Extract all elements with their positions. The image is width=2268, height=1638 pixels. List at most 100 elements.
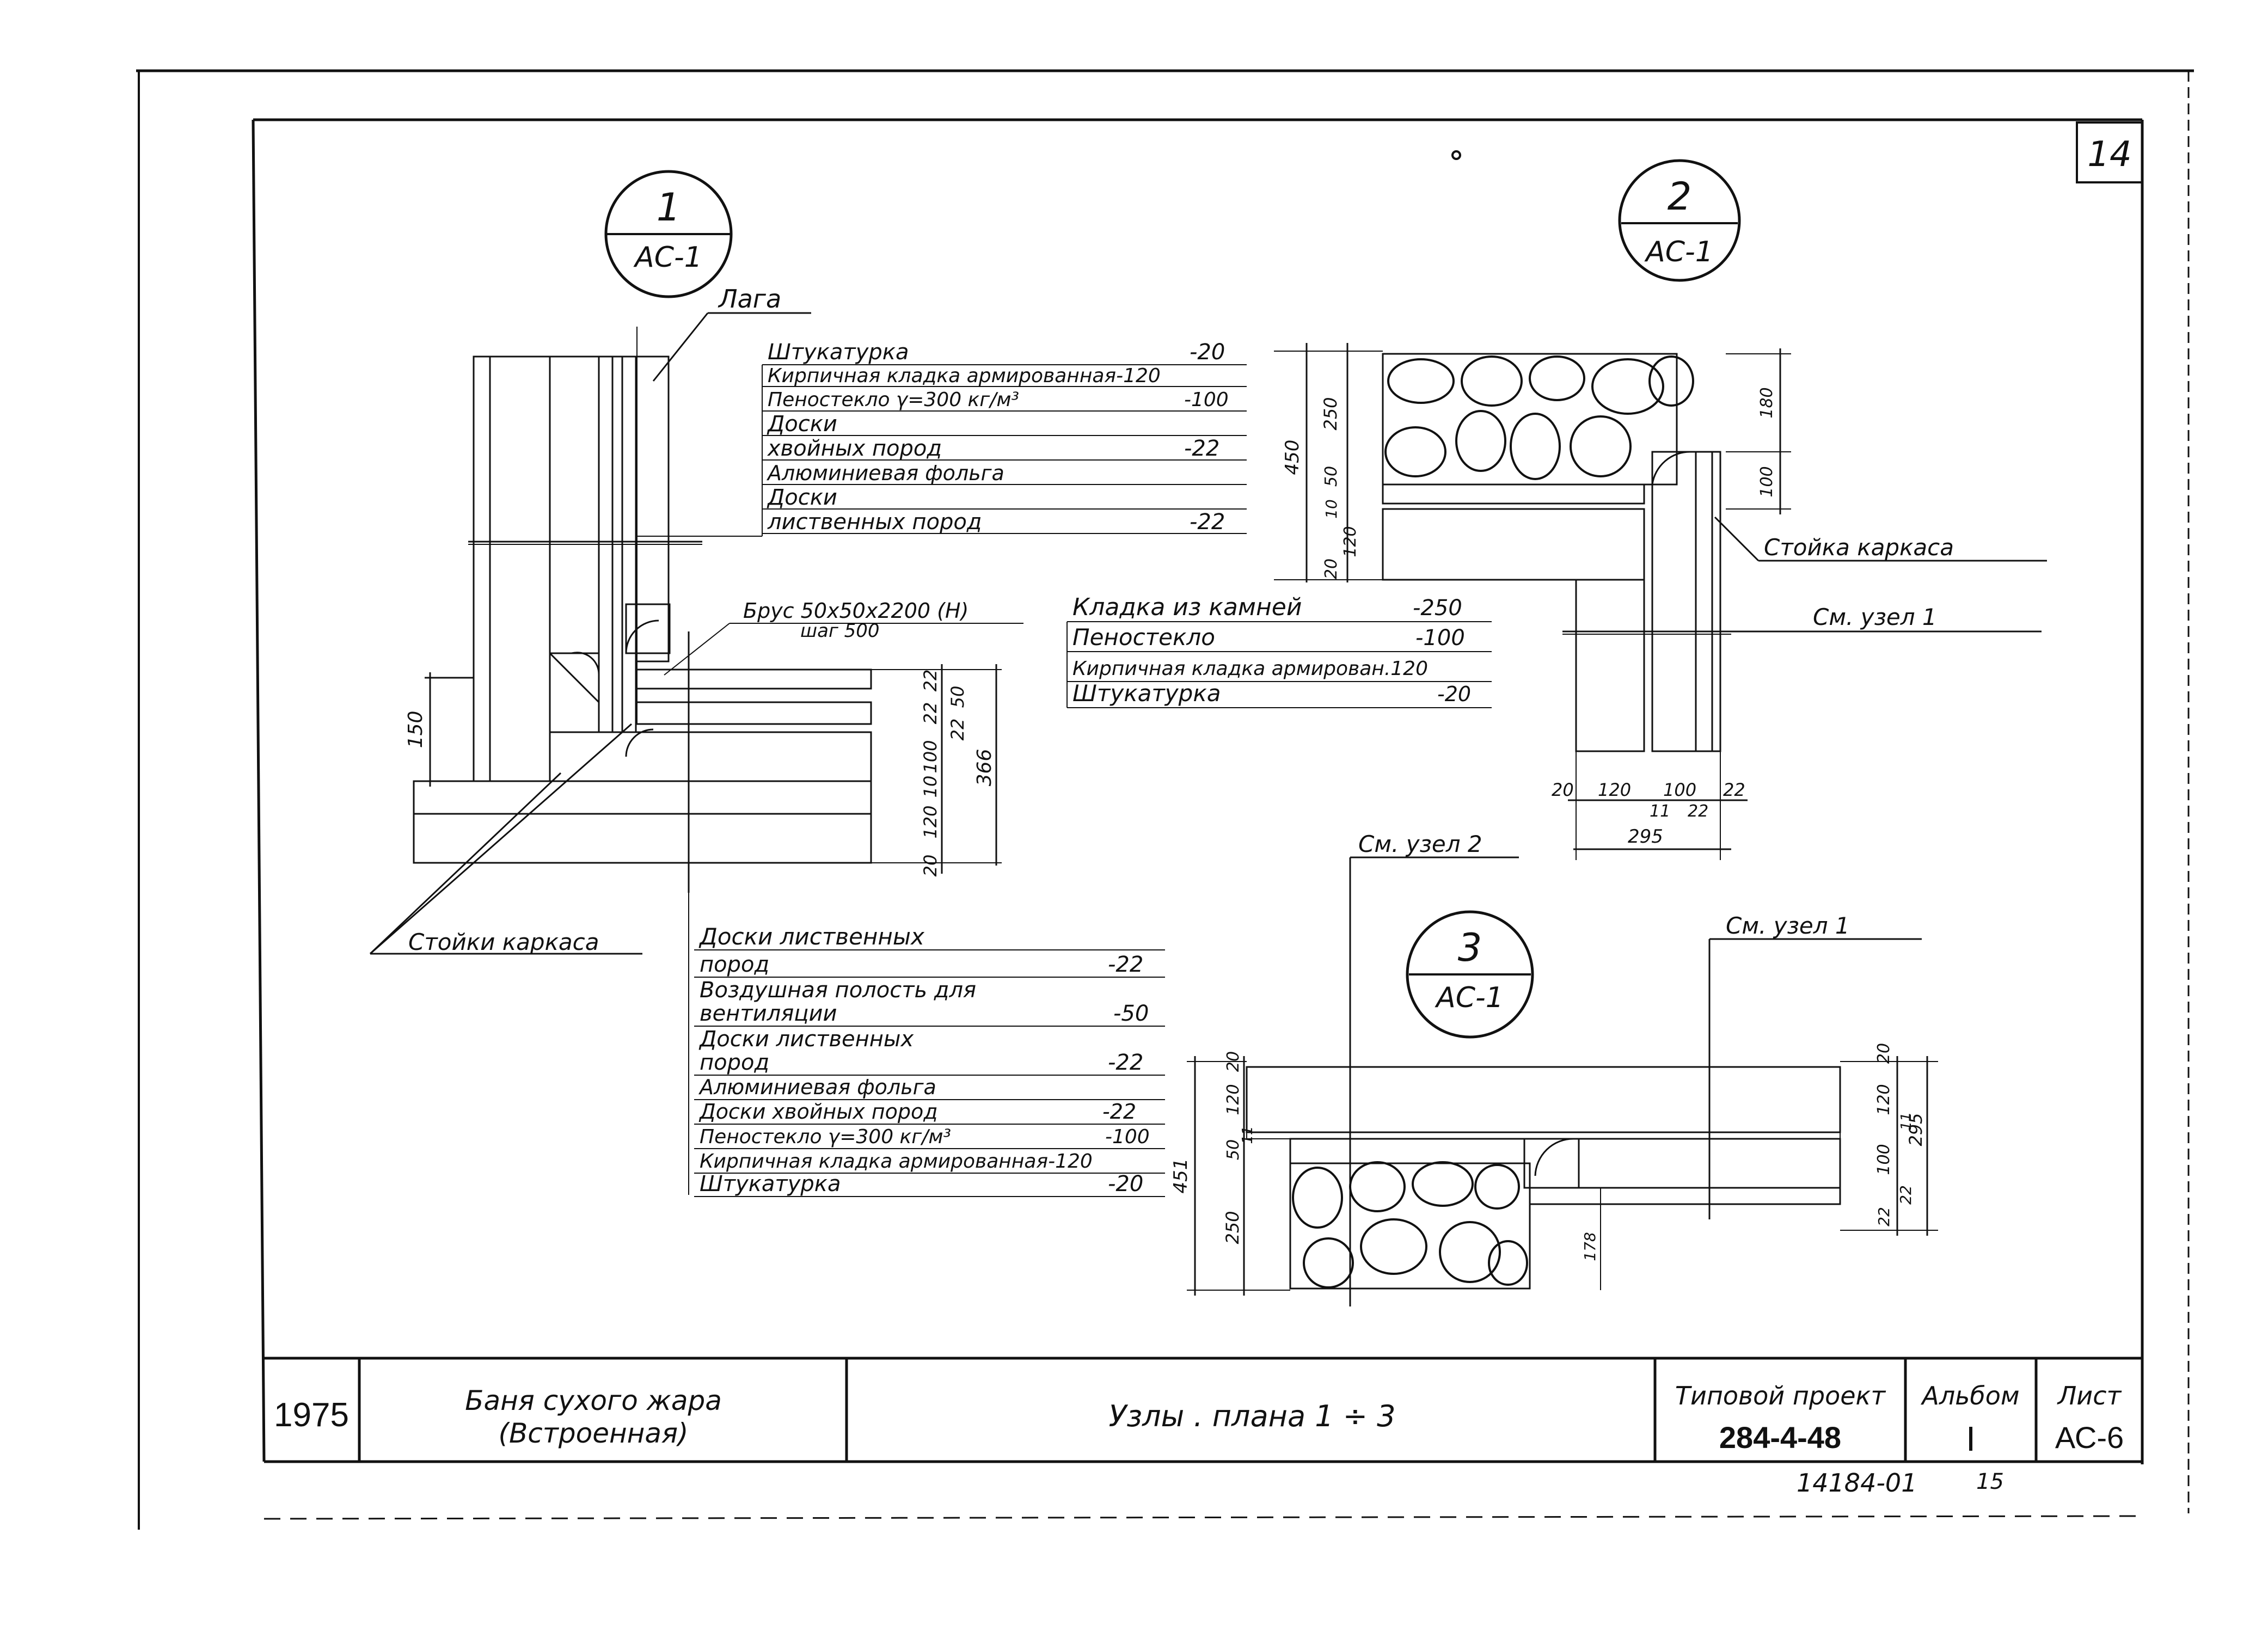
node-3-label-uzel2: См. узел 2 bbox=[1358, 831, 1482, 857]
layer-name: Пеностекло γ=300 кг/м³ bbox=[768, 389, 1019, 411]
node-3-number: 3 bbox=[1458, 925, 1482, 970]
layer-name: Алюминиевая фольга bbox=[766, 461, 1004, 485]
node-2-dim: 100 bbox=[1757, 466, 1776, 497]
node-1-sheet-ref: АС-1 bbox=[633, 241, 702, 274]
node-3-sheet-ref: АС-1 bbox=[1435, 981, 1504, 1014]
sheet-value: АС-6 bbox=[2055, 1420, 2124, 1455]
layer-name: Штукатурка bbox=[768, 340, 909, 365]
layer-value: -22 bbox=[1190, 510, 1225, 535]
node-2-label-stoika: Стойка каркаса bbox=[1764, 534, 1954, 561]
node-1-dim: 50 bbox=[947, 686, 968, 708]
node-3-dim: 50 bbox=[1224, 1139, 1243, 1160]
sheet-title: Узлы . плана 1 ÷ 3 bbox=[1108, 1399, 1395, 1433]
layer-name: Доски bbox=[767, 412, 837, 437]
node-1-brus-line1: Брус 50х50х2200 (Н) bbox=[743, 599, 969, 623]
layer-name: хвойных пород bbox=[767, 436, 942, 461]
layer-value: -22 bbox=[1108, 952, 1143, 977]
layer-name: Кирпичная кладка армированная-120 bbox=[768, 365, 1161, 387]
album-value: I bbox=[1966, 1419, 1976, 1458]
layer-name: пород bbox=[700, 952, 769, 977]
layer-value: -100 bbox=[1184, 389, 1229, 411]
node-2-label-uzel1: См. узел 1 bbox=[1813, 604, 1937, 630]
layer-name: Кирпичная кладка армированная-120 bbox=[700, 1150, 1093, 1173]
layer-value: -22 bbox=[1108, 1050, 1143, 1075]
node-2-dim: 50 bbox=[1322, 466, 1341, 487]
layer-value: -22 bbox=[1184, 436, 1219, 461]
layer-value: -22 bbox=[1102, 1100, 1136, 1124]
sheet-frame bbox=[136, 69, 2194, 1530]
node-1-dim: 120 bbox=[920, 805, 941, 838]
node-2-dims-bottom: 20 120 11 100 22 22 295 bbox=[1552, 780, 1745, 848]
album-label: Альбом bbox=[1920, 1381, 2019, 1410]
node-1-label-stoiki: Стойки каркаса bbox=[408, 929, 599, 955]
layer-name: Пеностекло bbox=[1072, 624, 1215, 651]
node-3-dim-total: 451 bbox=[1170, 1158, 1192, 1194]
node-1-dim: 22 bbox=[920, 702, 941, 725]
title-block: 1975 Баня сухого жара (Встроенная) Узлы … bbox=[264, 1357, 2142, 1463]
layer-name: Доски лиственных bbox=[698, 923, 925, 950]
layer-value: -100 bbox=[1105, 1126, 1150, 1148]
node-2-dim: 120 bbox=[1341, 526, 1360, 557]
node-2-dim: 22 bbox=[1688, 802, 1708, 821]
node-1-dim-150: 150 bbox=[404, 711, 427, 749]
node-2-dims-left: 250 50 10 120 20 450 180 100 bbox=[1282, 387, 1776, 579]
node-1-label-laga: Лага bbox=[718, 284, 781, 314]
node-3-dim-total: 295 bbox=[1905, 1113, 1926, 1146]
node-3-dim: 250 bbox=[1222, 1211, 1243, 1244]
layer-name: Алюминиевая фольга bbox=[698, 1075, 936, 1099]
node-3-dim: 11 bbox=[1240, 1126, 1256, 1144]
node-2-dim-total: 450 bbox=[1282, 440, 1303, 475]
node-3-dim: 120 bbox=[1224, 1084, 1243, 1115]
node-3-dim: 120 bbox=[1874, 1084, 1893, 1115]
node-3-dims: 20 120 11 50 250 451 20 120 11 100 22 22… bbox=[1170, 1043, 1926, 1261]
node-3-dim: 22 bbox=[1897, 1185, 1915, 1205]
layer-name: лиственных пород bbox=[767, 510, 982, 535]
node-3-dim: 178 bbox=[1581, 1232, 1599, 1261]
layer-value: -50 bbox=[1113, 1001, 1149, 1026]
sheet-label: Лист bbox=[2057, 1381, 2122, 1410]
project-label: Типовой проект bbox=[1675, 1381, 1886, 1410]
layer-value: -100 bbox=[1415, 625, 1465, 651]
layer-name: Воздушная полость для bbox=[700, 978, 976, 1003]
node-1-dim: 22 bbox=[947, 719, 968, 741]
node-2-dim: 180 bbox=[1757, 387, 1776, 418]
node-1-dim: 10 bbox=[920, 776, 941, 798]
node-1-wall-section: 150 bbox=[404, 327, 1002, 893]
layer-name: Доски хвойных пород bbox=[698, 1100, 938, 1124]
node-2-dim: 20 bbox=[1322, 559, 1341, 579]
project-number: 284-4-48 bbox=[1719, 1420, 1841, 1455]
node-1-layers-bottom: Доски лиственных пород -22 Воздушная пол… bbox=[688, 893, 1165, 1197]
node-3-marker: 3 АС-1 bbox=[1406, 910, 1534, 1039]
node-1-number: 1 bbox=[657, 185, 681, 230]
archive-stamp: 14184-01 15 bbox=[1797, 1468, 2004, 1498]
node-2-dim: 10 bbox=[1322, 499, 1340, 519]
layer-value: -250 bbox=[1413, 596, 1462, 621]
node-2-dim: 22 bbox=[1723, 780, 1745, 800]
node-3-wall-section bbox=[1187, 1056, 1938, 1296]
layer-name: Пеностекло γ=300 кг/м³ bbox=[700, 1126, 951, 1148]
node-1-marker: 1 АС-1 bbox=[604, 170, 733, 298]
node-2-dim: 20 bbox=[1552, 780, 1574, 800]
layer-name: Кирпичная кладка армирован.120 bbox=[1072, 658, 1428, 680]
node-3-dim: 22 bbox=[1875, 1207, 1893, 1226]
node-1-dim: 20 bbox=[920, 855, 941, 877]
layer-name: Штукатурка bbox=[700, 1171, 841, 1197]
node-3-label-uzel1: См. узел 1 bbox=[1726, 912, 1850, 939]
layer-name: Доски bbox=[767, 485, 837, 510]
title-name-line1: Баня сухого жара bbox=[465, 1385, 722, 1416]
node-2-dim: 250 bbox=[1320, 397, 1341, 430]
node-1-dim: 22 bbox=[920, 670, 941, 692]
node-2-dim: 11 bbox=[1650, 802, 1670, 821]
layer-value: -20 bbox=[1190, 340, 1225, 365]
layer-value: -20 bbox=[1437, 682, 1471, 706]
node-3: 3 АС-1 См. узел 2 См. узел 1 bbox=[1170, 831, 1938, 1306]
title-year: 1975 bbox=[274, 1396, 349, 1434]
node-3-dim: 100 bbox=[1874, 1144, 1893, 1175]
node-3-dim: 20 bbox=[1224, 1051, 1243, 1072]
layer-value: -20 bbox=[1108, 1171, 1143, 1197]
node-1-dim-total: 366 bbox=[973, 749, 996, 787]
title-name-line2: (Встроенная) bbox=[498, 1418, 688, 1449]
node-2-dim: 120 bbox=[1598, 780, 1631, 800]
archive-page: 15 bbox=[1976, 1469, 2004, 1494]
